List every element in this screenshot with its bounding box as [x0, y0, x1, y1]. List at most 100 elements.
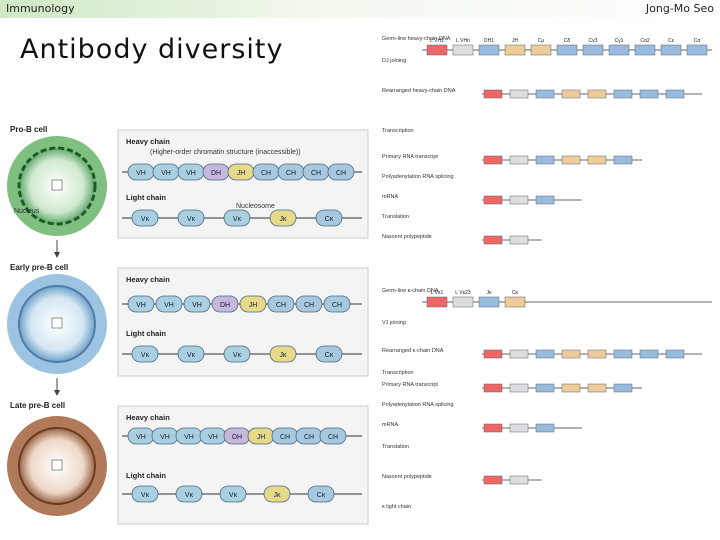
pro-light-segment: Jκ	[269, 209, 297, 227]
gene-segment: L Vκ1	[426, 290, 448, 308]
gene-segment-label: L Vκ1	[431, 290, 444, 296]
early-heavy-segment: VH	[155, 295, 183, 313]
early-light-segment: Jκ	[269, 345, 297, 363]
pro-heavy-segment-label: DH	[211, 170, 221, 177]
gene-segment: Cδ	[556, 38, 578, 56]
early-light-segment-label: Jκ	[280, 352, 288, 359]
process-step-label: Translation	[382, 444, 409, 450]
gene-segment: DH1	[478, 38, 500, 56]
process-step-label: VJ joining	[382, 320, 406, 326]
gene-segment: JH	[504, 38, 526, 56]
gene-segment-label: Cμ	[538, 38, 545, 44]
early-heavy-segment: JH	[239, 295, 267, 313]
process-step-label: Nascent polypeptide	[382, 234, 432, 240]
pro-heavy-segment: DH	[202, 163, 230, 181]
pro-b-chromatin-box	[51, 179, 63, 191]
gene-segment-label: Cγ3	[589, 38, 598, 44]
process-step-label: Primary RNA transcript	[382, 382, 438, 388]
process-step-label: mRNA	[382, 194, 399, 200]
pro-heavy-segment-label: CH	[286, 170, 296, 177]
gene-segment-label: L VH1	[430, 38, 444, 44]
pro-heavy-segment-label: CH	[311, 170, 321, 177]
early-heavy-segment: CH	[323, 295, 351, 313]
process-step-label: Nascent polypeptide	[382, 474, 432, 480]
process-step-label: Germ-line heavy-chain DNA	[382, 36, 451, 42]
gene-segment: L Vκ23	[452, 290, 474, 308]
late-light-segment: Vκ	[131, 485, 159, 503]
pro-heavy-segment: CH	[252, 163, 280, 181]
late-heavy-segment-label: CH	[328, 434, 338, 441]
process-step-label: Polyadenylation RNA splicing	[382, 402, 454, 408]
pro-heavy-segment-label: CH	[261, 170, 271, 177]
process-step-label: mRNA	[382, 422, 399, 428]
gene-segment-label: DH1	[484, 38, 494, 44]
slide-title: Antibody diversity	[20, 34, 284, 65]
late-heavy-segment-label: CH	[304, 434, 314, 441]
process-step-label: Rearranged κ-chain DNA	[382, 348, 444, 354]
late-pre-b-panel	[117, 405, 369, 525]
gene-segment-label: JH	[512, 38, 519, 44]
gene-segment-label: L VHn	[456, 38, 470, 44]
gene-segment-label: Cδ	[564, 38, 571, 44]
late-light-segment: Cκ	[307, 485, 335, 503]
pro-light-segment: Vκ	[177, 209, 205, 227]
process-step-label: Rearranged heavy-chain DNA	[382, 88, 456, 94]
pro-light-segment-label: Jκ	[280, 216, 288, 223]
pro-light-segment: Cκ	[315, 209, 343, 227]
late-light-segment: Jκ	[263, 485, 291, 503]
late-heavy-segment: CH	[295, 427, 323, 445]
pro-light-segment-label: Vκ	[141, 216, 150, 223]
early-heavy-segment: VH	[127, 295, 155, 313]
early-heavy-segment-label: CH	[304, 302, 314, 309]
late-heavy-title: Heavy chain	[126, 413, 170, 422]
pro-b-heavy-note: (Higher-order chromatin structure (inacc…	[150, 149, 301, 156]
early-light-title: Light chain	[126, 329, 166, 338]
author-label: Jong-Mo Seo	[645, 2, 714, 15]
pro-heavy-segment-label: CH	[336, 170, 346, 177]
late-heavy-segment-label: VH	[208, 434, 218, 441]
nucleosome-label: Nucleosome	[236, 203, 275, 210]
late-light-segment-label: Vκ	[229, 492, 238, 499]
early-heavy-segment-label: CH	[332, 302, 342, 309]
gene-segment: Cγ3	[582, 38, 604, 56]
b-cell-development-figure: Pro-B cell Nucleus Heavy chain (Higher-o…	[7, 125, 369, 525]
pro-light-segment-label: Vκ	[233, 216, 242, 223]
early-heavy-segment-label: VH	[164, 302, 174, 309]
stage-label-early-pre-b: Early pre-B cell	[10, 263, 68, 272]
early-heavy-segment: CH	[295, 295, 323, 313]
late-heavy-segment: JH	[247, 427, 275, 445]
pro-b-heavy-title: Heavy chain	[126, 137, 170, 146]
gene-segment: Cα	[686, 38, 708, 56]
pro-b-light-title: Light chain	[126, 193, 166, 202]
stage-label-pro-b: Pro-B cell	[10, 125, 47, 134]
gene-segment-label: Cε	[668, 38, 675, 44]
late-light-segment-label: Cκ	[317, 492, 326, 499]
early-heavy-segment-label: JH	[249, 302, 258, 309]
pro-light-segment-label: Cκ	[325, 216, 334, 223]
pro-light-segment: Vκ	[223, 209, 251, 227]
early-light-segment-label: Cκ	[325, 352, 334, 359]
late-heavy-segment-label: DH	[232, 434, 242, 441]
late-light-title: Light chain	[126, 471, 166, 480]
late-heavy-segment: DH	[223, 427, 251, 445]
late-heavy-segment-label: CH	[280, 434, 290, 441]
late-heavy-segment-label: VH	[160, 434, 170, 441]
late-light-segment-label: Vκ	[185, 492, 194, 499]
late-heavy-segment: CH	[271, 427, 299, 445]
gene-segment: Cα2	[634, 38, 656, 56]
gene-segment-label: L Vκ23	[455, 290, 471, 296]
pro-heavy-segment-label: VH	[161, 170, 171, 177]
early-heavy-title: Heavy chain	[126, 275, 170, 284]
process-step-label: Primary RNA transcript	[382, 154, 438, 160]
pro-heavy-segment-label: VH	[136, 170, 146, 177]
process-step-label: Transcription	[382, 370, 414, 376]
late-heavy-segment: VH	[127, 427, 155, 445]
gene-segment: Cγ1	[608, 38, 630, 56]
gene-segment: Cμ	[530, 38, 552, 56]
early-light-segment: Vκ	[177, 345, 205, 363]
header-bar: Immunology Jong-Mo Seo	[0, 0, 720, 18]
early-heavy-segment: DH	[211, 295, 239, 313]
gene-segment-label: Cα2	[640, 38, 650, 44]
stage-label-late-pre-b: Late pre-B cell	[10, 401, 65, 410]
